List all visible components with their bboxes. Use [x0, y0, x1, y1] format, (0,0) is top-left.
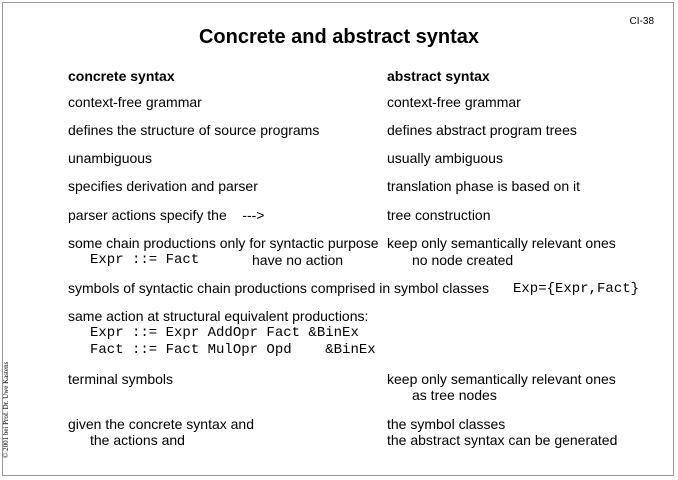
chain-right: keep only semantically relevant ones: [387, 235, 616, 251]
terminal-left: terminal symbols: [68, 371, 174, 387]
row-right-1: context-free grammar: [387, 94, 521, 110]
given-left-1: given the concrete syntax and: [68, 416, 255, 432]
row-right-3: usually ambiguous: [387, 150, 503, 166]
row-right-5: tree construction: [387, 207, 491, 223]
copyright-note: © 2001 bei Prof. Dr. Uwe Kastens: [2, 361, 10, 458]
slide-title: Concrete and abstract syntax: [198, 26, 480, 48]
terminal-right-1: keep only semantically relevant ones: [387, 371, 616, 387]
given-right-2: the abstract syntax can be generated: [387, 432, 618, 448]
chain-code: Expr ::= Fact: [90, 252, 200, 268]
row-left-2: defines the structure of source programs: [68, 122, 320, 138]
row-left-1: context-free grammar: [68, 94, 202, 110]
symbols-text: symbols of syntactic chain productions c…: [68, 280, 489, 296]
row-left-3: unambiguous: [68, 150, 153, 166]
symbols-code: Exp={Expr,Fact}: [513, 281, 640, 297]
chain-left-note: have no action: [252, 252, 344, 268]
chain-right-note: no node created: [412, 252, 514, 268]
slide-id: CI-38: [629, 16, 654, 27]
given-right-1: the symbol classes: [387, 416, 506, 432]
concrete-header: concrete syntax: [68, 68, 175, 84]
terminal-right-2: as tree nodes: [412, 387, 497, 403]
same-action-text: same action at structural equivalent pro…: [68, 308, 369, 324]
slide-frame: [2, 2, 674, 476]
same-action-line-1: Expr ::= Expr AddOpr Fact &BinEx: [90, 325, 359, 341]
chain-left: some chain productions only for syntacti…: [68, 235, 379, 251]
given-left-2: the actions and: [90, 432, 185, 448]
row-right-2: defines abstract program trees: [387, 122, 577, 138]
row-right-4: translation phase is based on it: [387, 178, 581, 194]
row-left-4: specifies derivation and parser: [68, 178, 258, 194]
same-action-line-2: Fact ::= Fact MulOpr Opd &BinEx: [90, 342, 376, 358]
abstract-header: abstract syntax: [387, 68, 490, 84]
row-left-5: parser actions specify the --->: [68, 207, 265, 223]
